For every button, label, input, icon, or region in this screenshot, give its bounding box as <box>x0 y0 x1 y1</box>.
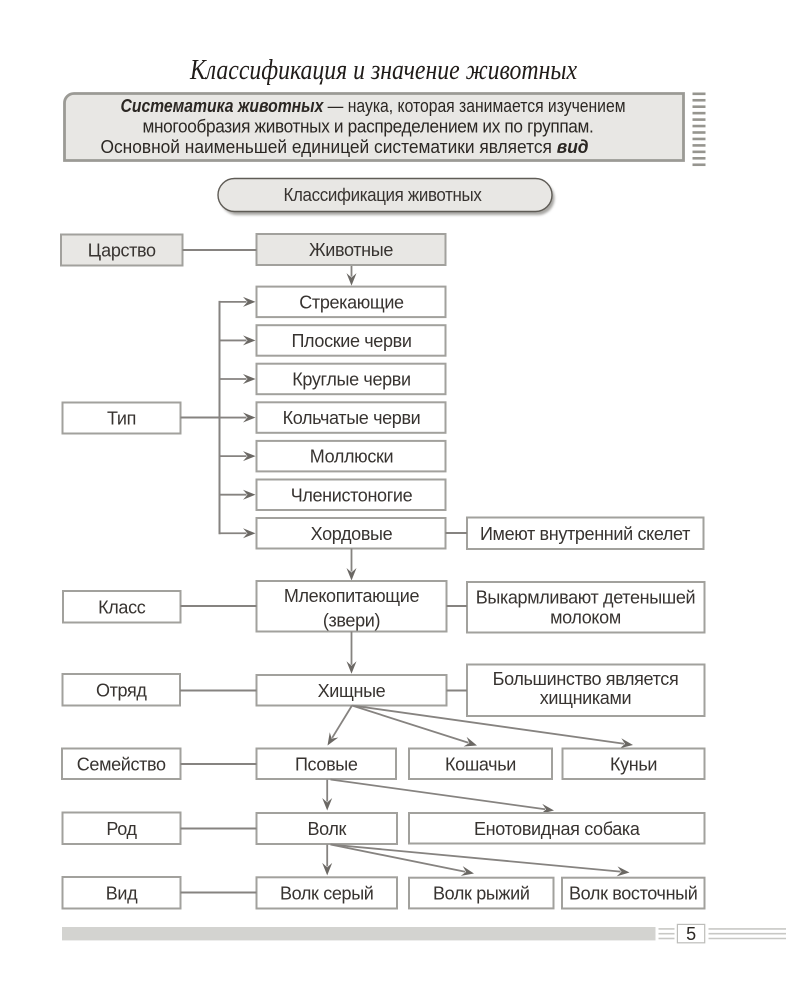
svg-text:Членистоногие: Членистоногие <box>291 485 413 505</box>
svg-text:молоком: молоком <box>550 608 621 628</box>
svg-text:Семейство: Семейство <box>77 754 166 774</box>
svg-text:Животные: Животные <box>309 240 393 260</box>
svg-text:Род: Род <box>106 819 137 839</box>
svg-text:Отряд: Отряд <box>96 680 147 700</box>
svg-text:(звери): (звери) <box>323 611 380 631</box>
svg-text:Классификация и значение живот: Классификация и значение животных <box>189 54 577 86</box>
svg-text:Царство: Царство <box>88 241 156 261</box>
svg-text:Имеют внутренний скелет: Имеют внутренний скелет <box>480 524 690 544</box>
svg-text:Круглые черви: Круглые черви <box>292 370 410 390</box>
svg-text:Выкармливают детенышей: Выкармливают детенышей <box>476 588 696 608</box>
svg-text:Плоские черви: Плоские черви <box>291 331 411 351</box>
svg-text:5: 5 <box>686 924 696 944</box>
svg-text:Енотовидная собака: Енотовидная собака <box>474 819 641 839</box>
svg-text:Куньи: Куньи <box>610 754 657 774</box>
svg-text:Волк серый: Волк серый <box>280 884 374 904</box>
svg-text:Стрекающие: Стрекающие <box>299 292 404 312</box>
svg-text:Кольчатые черви: Кольчатые черви <box>283 408 421 428</box>
svg-text:Волк: Волк <box>307 819 346 839</box>
svg-text:Тип: Тип <box>107 409 136 429</box>
svg-text:Волк рыжий: Волк рыжий <box>433 884 530 904</box>
svg-text:Волк восточный: Волк восточный <box>569 884 697 904</box>
svg-text:Классификация животных: Классификация животных <box>284 185 482 205</box>
svg-text:Основной наименьшей единицей с: Основной наименьшей единицей систематики… <box>101 137 589 157</box>
svg-text:Класс: Класс <box>98 597 146 617</box>
svg-text:Кошачьи: Кошачьи <box>445 754 516 774</box>
svg-text:хищниками: хищниками <box>540 688 631 708</box>
svg-text:Хищные: Хищные <box>318 681 386 701</box>
svg-text:многообразия животных и распре: многообразия животных и распределением и… <box>143 117 594 137</box>
svg-text:Млекопитающие: Млекопитающие <box>284 586 420 606</box>
svg-text:Хордовые: Хордовые <box>311 524 393 544</box>
svg-text:Систематика животных — наука,: Систематика животных — наука, которая за… <box>121 96 626 116</box>
svg-text:Моллюски: Моллюски <box>310 447 393 467</box>
svg-text:Большинство является: Большинство является <box>493 669 679 689</box>
svg-text:Вид: Вид <box>106 883 138 903</box>
svg-text:Псовые: Псовые <box>295 754 358 774</box>
